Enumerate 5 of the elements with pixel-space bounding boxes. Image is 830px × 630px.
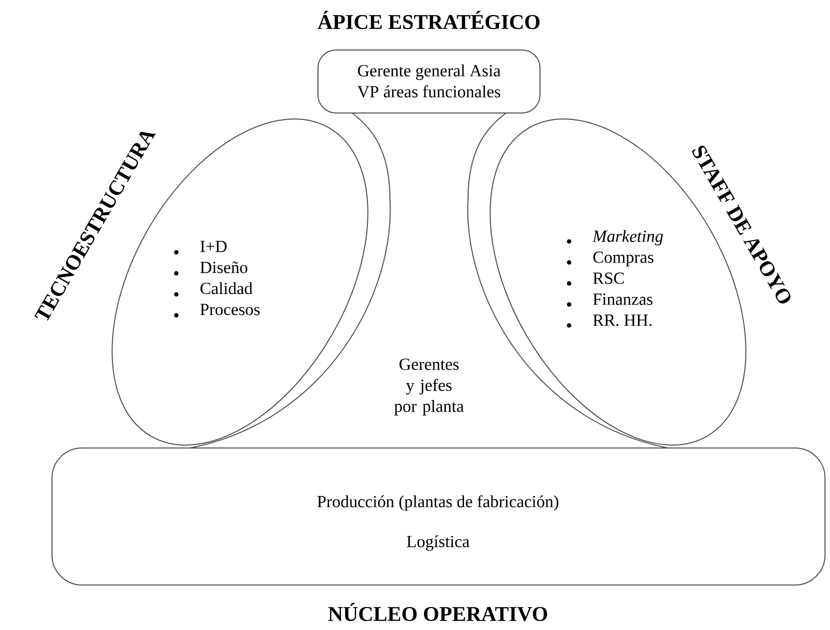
heading: NÚCLEO OPERATIVO [328,602,548,622]
middle-line-text: Gerentes y jefes por planta [394,358,464,416]
apex-box: Gerente general Asia VP áreas funcionales [318,50,540,114]
operating-core-box: Producción (plantas de fabricación) Logística [52,448,826,586]
heading: ÁPICE ESTRATÉGICO [318,10,540,30]
